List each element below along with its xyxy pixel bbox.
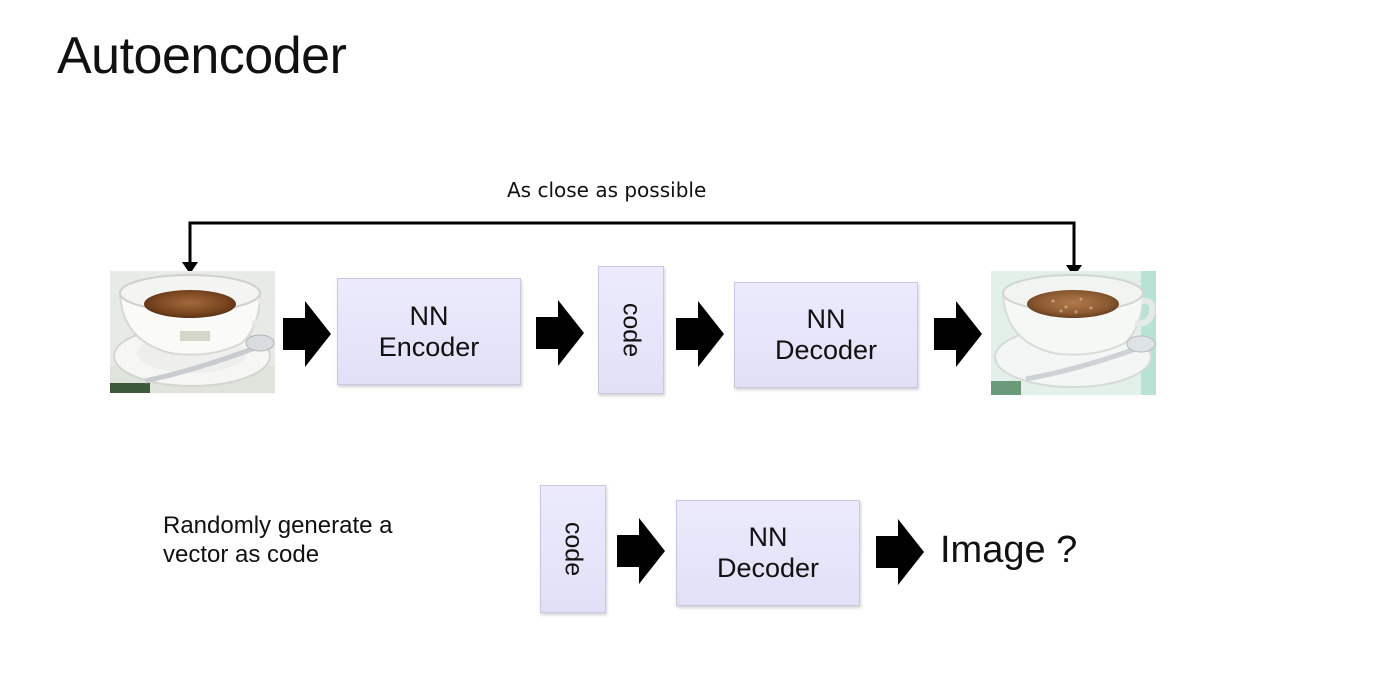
arrow-1 — [283, 301, 331, 367]
random-code-description: Randomly generate a vector as code — [163, 512, 393, 568]
encoder-box: NN Encoder — [337, 278, 521, 385]
decoder-top-line2: Decoder — [774, 335, 878, 365]
connector-caption: As close as possible — [507, 178, 707, 202]
output-image — [991, 271, 1156, 395]
encoder-line2: Encoder — [378, 331, 480, 362]
decoder-top-line1: NN — [806, 304, 846, 334]
input-image — [110, 271, 275, 393]
connector-arrowhead-left — [182, 262, 198, 274]
code-label-bottom: code — [559, 521, 588, 577]
code-box-top: code — [598, 266, 664, 394]
arrow-6 — [876, 519, 924, 585]
decoder-bottom-line1: NN — [748, 522, 788, 552]
arrow-4 — [934, 301, 982, 367]
code-label-top: code — [617, 302, 646, 358]
arrow-2 — [536, 300, 584, 366]
decoder-box-top: NN Decoder — [734, 282, 918, 388]
decoder-bottom-line2: Decoder — [716, 553, 820, 583]
arrow-5 — [617, 518, 665, 584]
slide-title: Autoencoder — [57, 27, 347, 85]
decoder-box-bottom: NN Decoder — [676, 500, 860, 606]
encoder-line1: NN — [409, 300, 449, 331]
arrow-3 — [676, 301, 724, 367]
output-image-question: Image ? — [940, 529, 1078, 571]
code-box-bottom: code — [540, 485, 606, 613]
